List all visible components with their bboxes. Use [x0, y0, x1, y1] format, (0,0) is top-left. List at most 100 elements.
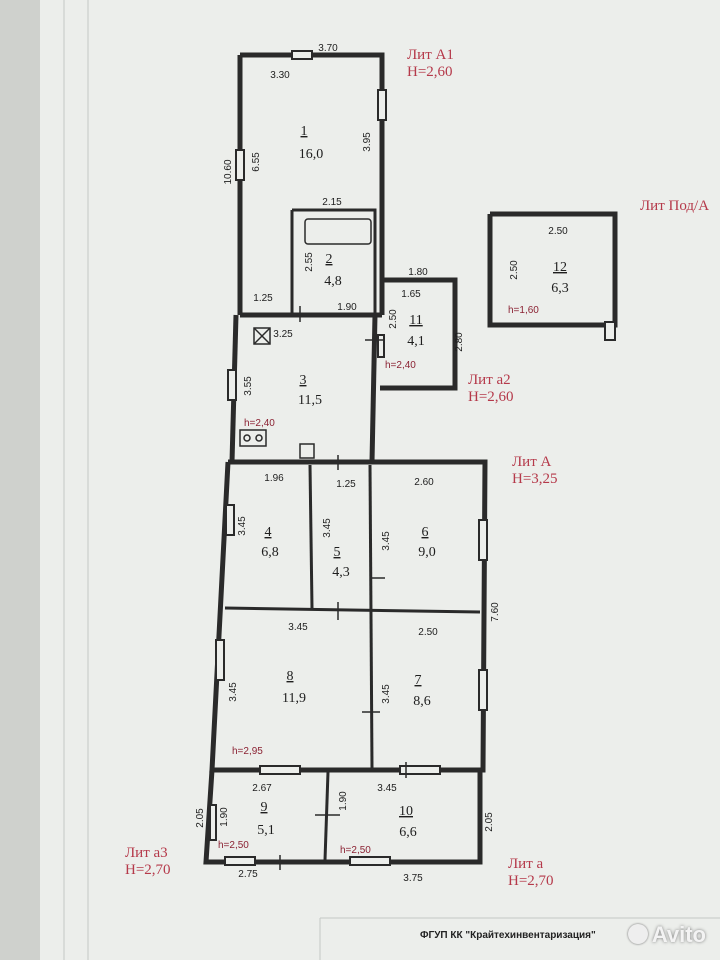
- svg-text:6,3: 6,3: [551, 281, 569, 296]
- dim-label: 1.96: [264, 473, 284, 484]
- room-10: 106,6: [399, 804, 417, 840]
- room-6: 69,0: [418, 525, 436, 560]
- dim-label: 2.75: [238, 869, 258, 880]
- avito-logo-icon: [627, 924, 648, 944]
- room-4: 46,8: [261, 525, 279, 560]
- dim-label: 3.45: [322, 518, 333, 538]
- svg-text:3: 3: [300, 373, 307, 388]
- height-label: h=2,40: [385, 360, 416, 371]
- dim-label: 2.05: [484, 812, 495, 832]
- svg-text:6: 6: [422, 525, 429, 540]
- dim-label: 2.50: [548, 226, 568, 237]
- dim-label: 3.45: [377, 783, 397, 794]
- svg-text:12: 12: [553, 260, 567, 275]
- room-9: 95,1: [257, 800, 275, 838]
- dim-label: 2.50: [509, 260, 520, 280]
- dim-label: 10.60: [223, 159, 234, 184]
- height-label: h=1,60: [508, 305, 539, 316]
- room-7: 78,6: [413, 673, 431, 709]
- dim-label: 2.15: [322, 197, 342, 208]
- dim-label: 3.45: [381, 684, 392, 704]
- svg-text:11,9: 11,9: [282, 691, 306, 706]
- dim-label: 1.90: [219, 807, 230, 827]
- dim-label: 1.65: [401, 289, 421, 300]
- heater-icon: [299, 443, 315, 459]
- svg-text:6,8: 6,8: [261, 545, 279, 560]
- dim-label: 2.55: [304, 252, 315, 272]
- room-1: 116,0: [299, 124, 324, 162]
- svg-text:1: 1: [301, 124, 308, 139]
- organization-stamp: ФГУП КК "Крайтехинвентаризация": [420, 930, 596, 941]
- dim-label: 1.90: [338, 791, 349, 811]
- svg-text:11,5: 11,5: [298, 393, 322, 408]
- dim-label: 3.45: [237, 516, 248, 536]
- svg-text:7: 7: [415, 673, 422, 688]
- room-8: 811,9: [282, 669, 306, 706]
- room-12: 126,3: [551, 260, 569, 296]
- svg-text:4,8: 4,8: [324, 274, 342, 289]
- wall-a2: [380, 277, 458, 391]
- room-11: 114,1: [407, 313, 425, 349]
- avito-watermark: Avito: [627, 922, 706, 948]
- stove-icon: [253, 327, 271, 345]
- page-rules: [63, 0, 720, 960]
- dim-label: 3.95: [362, 132, 373, 152]
- dim-label: 1.25: [253, 293, 273, 304]
- door-marks: [279, 306, 407, 870]
- dim-label: 2.50: [418, 627, 438, 638]
- dim-label: 2.50: [388, 309, 399, 329]
- svg-text:10: 10: [399, 804, 413, 819]
- svg-text:11: 11: [409, 313, 422, 328]
- svg-text:6,6: 6,6: [399, 825, 417, 840]
- dim-label: 2.60: [414, 477, 434, 488]
- watermark-text: Avito: [651, 922, 706, 947]
- svg-text:4: 4: [265, 525, 272, 540]
- svg-text:5,1: 5,1: [257, 823, 275, 838]
- dimension-labels: 3.70 3.30 10.60 6.55 3.95 2.15 2.55 1.25…: [195, 43, 568, 884]
- room-labels: 116,0 24,8 311,5 46,8 54,3 69,0 78,6 811…: [257, 124, 569, 840]
- liter-cellar-label: Лит Под/А: [640, 198, 710, 214]
- dim-label: 3.30: [270, 70, 290, 81]
- svg-text:9,0: 9,0: [418, 545, 436, 560]
- dim-label: 1.90: [337, 302, 357, 313]
- fixtures: [239, 218, 372, 459]
- dim-label: 3.45: [381, 531, 392, 551]
- height-labels: h=2,40 h=2,40 h=2,95 h=2,50 h=2,50 h=1,6…: [218, 305, 539, 856]
- room-3: 311,5: [298, 373, 322, 408]
- room-2: 24,8: [324, 252, 342, 289]
- dim-label: 6.55: [251, 152, 262, 172]
- svg-text:8,6: 8,6: [413, 694, 431, 709]
- height-label: h=2,50: [218, 840, 249, 851]
- wall-openings: [209, 50, 616, 866]
- dim-label: 1.25: [336, 479, 356, 490]
- room-5: 54,3: [332, 545, 350, 580]
- dim-label: 2.05: [195, 808, 206, 828]
- height-label: h=2,50: [340, 845, 371, 856]
- svg-text:2: 2: [326, 252, 333, 267]
- dim-label: 2.67: [252, 783, 272, 794]
- dim-label: 2.80: [454, 332, 465, 352]
- dim-label: 3.70: [318, 43, 338, 54]
- dim-label: 3.55: [243, 376, 254, 396]
- paper-edge: [0, 0, 40, 960]
- dim-label: 3.45: [288, 622, 308, 633]
- sink-icon: [239, 429, 267, 447]
- svg-text:8: 8: [287, 669, 294, 684]
- dim-label: 3.45: [228, 682, 239, 702]
- wall-a1-outer: [240, 52, 385, 315]
- height-label: h=2,95: [232, 746, 263, 757]
- svg-text:4,1: 4,1: [407, 334, 425, 349]
- svg-text:4,3: 4,3: [332, 565, 350, 580]
- dim-label: 7.60: [490, 602, 501, 622]
- svg-text:9: 9: [261, 800, 268, 815]
- dim-label: 3.25: [273, 329, 293, 340]
- height-label: h=2,40: [244, 418, 275, 429]
- svg-text:16,0: 16,0: [299, 147, 324, 162]
- dim-label: 3.75: [403, 873, 423, 884]
